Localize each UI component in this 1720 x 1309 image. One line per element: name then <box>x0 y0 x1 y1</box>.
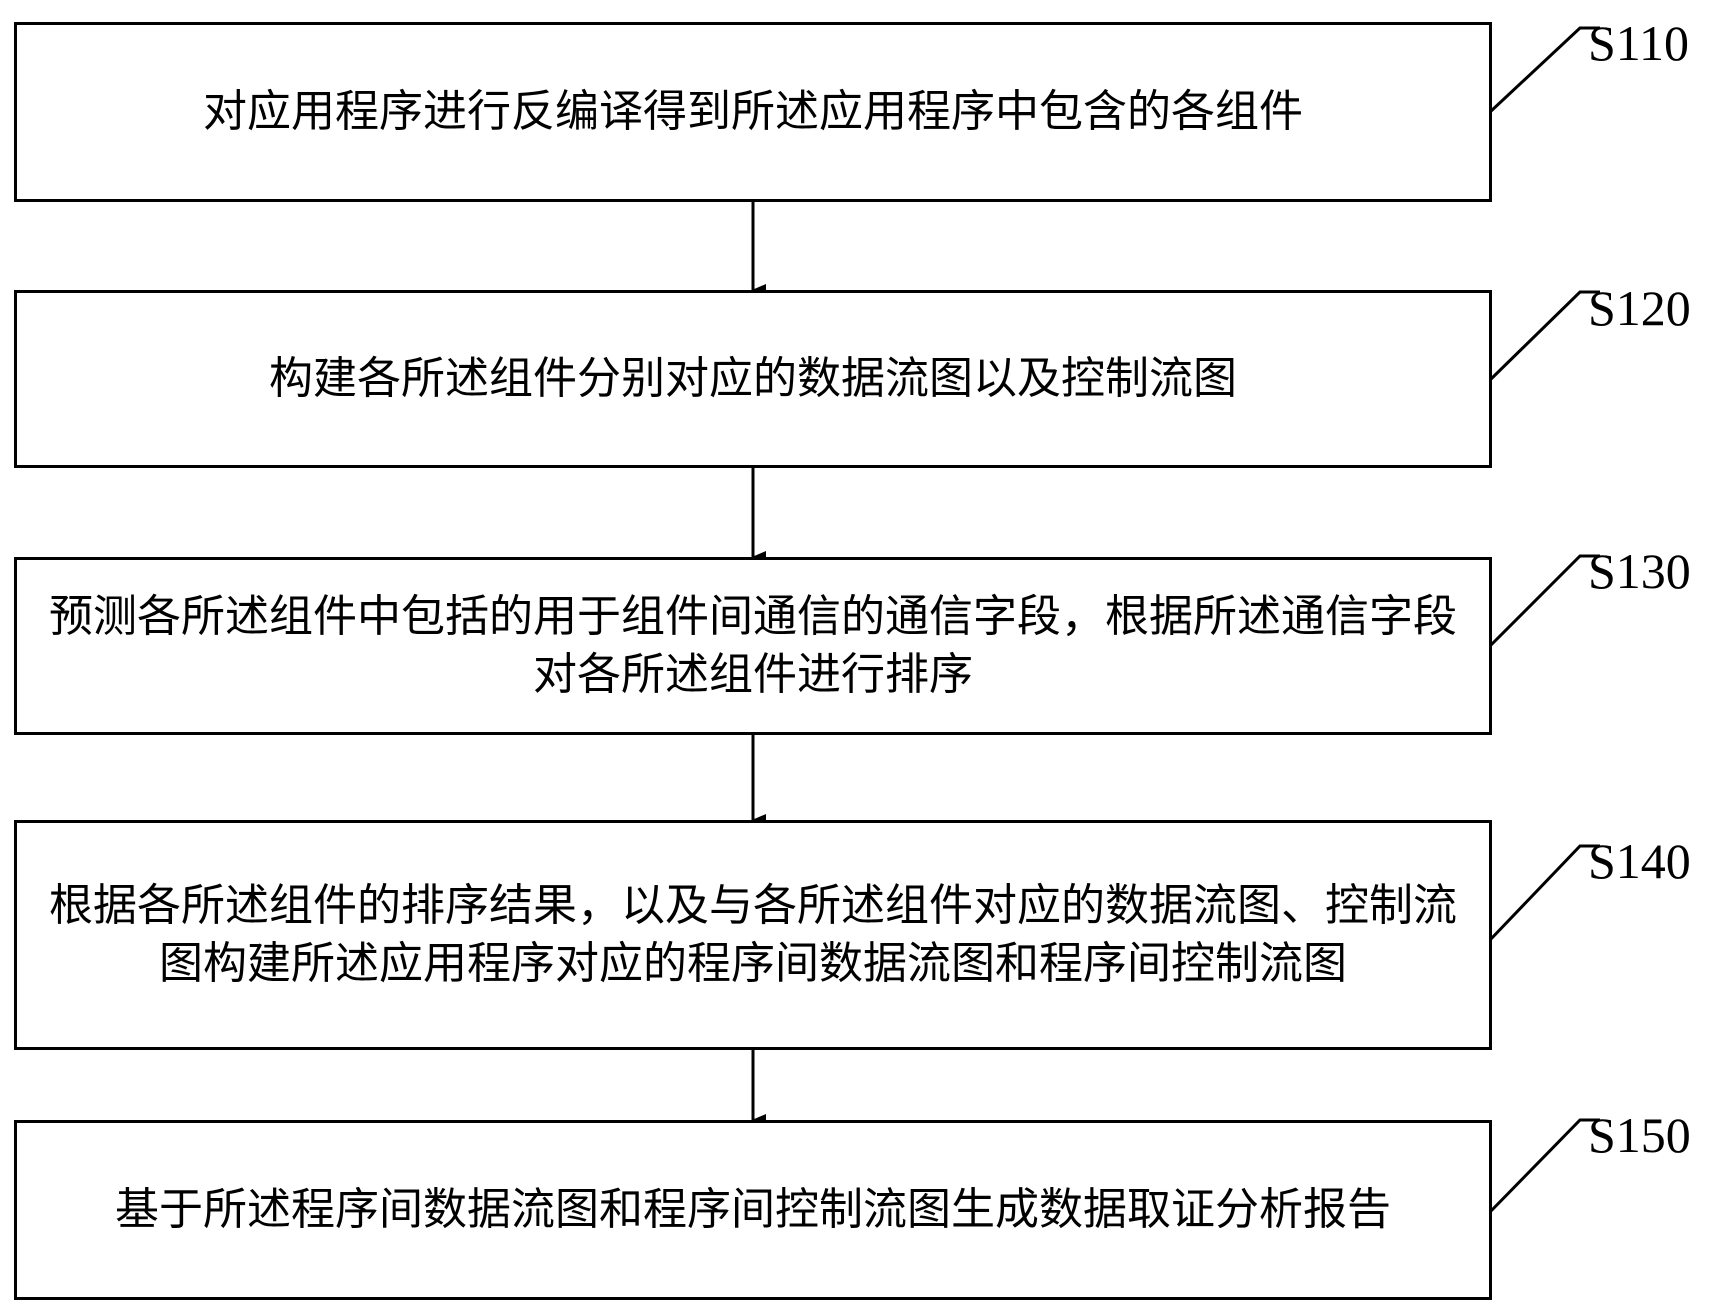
step-box-s140: 根据各所述组件的排序结果，以及与各所述组件对应的数据流图、控制流图构建所述应用程… <box>14 820 1492 1050</box>
step-text-s120: 构建各所述组件分别对应的数据流图以及控制流图 <box>269 353 1237 404</box>
step-box-s110: 对应用程序进行反编译得到所述应用程序中包含的各组件 <box>14 22 1492 202</box>
step-box-s120: 构建各所述组件分别对应的数据流图以及控制流图 <box>14 290 1492 468</box>
leader-line-s120 <box>1488 290 1600 382</box>
step-text-s140: 根据各所述组件的排序结果，以及与各所述组件对应的数据流图、控制流图构建所述应用程… <box>49 880 1457 989</box>
leader-line-s140 <box>1488 844 1600 942</box>
step-text-s110: 对应用程序进行反编译得到所述应用程序中包含的各组件 <box>203 86 1303 137</box>
step-label-s150: S150 <box>1588 1107 1691 1163</box>
step-text-s150: 基于所述程序间数据流图和程序间控制流图生成数据取证分析报告 <box>115 1184 1391 1235</box>
step-label-s120: S120 <box>1588 280 1691 336</box>
leader-line-s130 <box>1488 554 1600 648</box>
step-box-s130: 预测各所述组件中包括的用于组件间通信的通信字段，根据所述通信字段对各所述组件进行… <box>14 557 1492 735</box>
leader-line-s150 <box>1488 1118 1600 1214</box>
step-box-s150: 基于所述程序间数据流图和程序间控制流图生成数据取证分析报告 <box>14 1120 1492 1300</box>
step-label-s140: S140 <box>1588 833 1691 889</box>
step-label-s110: S110 <box>1588 15 1689 71</box>
step-label-s130: S130 <box>1588 543 1691 599</box>
leader-line-s110 <box>1488 26 1600 114</box>
step-text-s130: 预测各所述组件中包括的用于组件间通信的通信字段，根据所述通信字段对各所述组件进行… <box>49 591 1457 700</box>
